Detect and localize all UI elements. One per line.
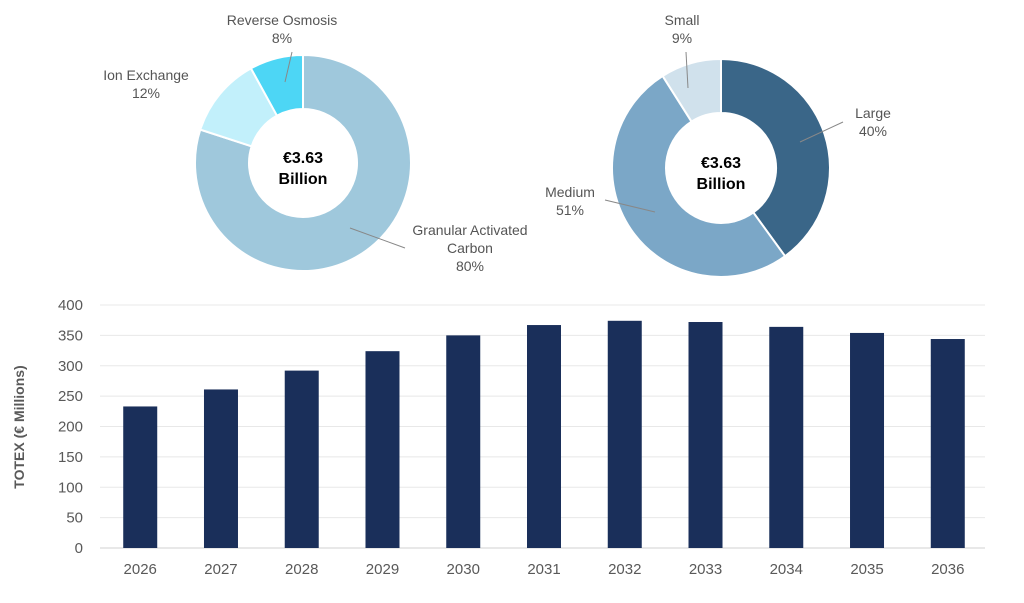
bar: [284, 370, 319, 548]
slice-label: Granular Activated: [412, 222, 527, 238]
x-tick-label: 2035: [850, 561, 883, 578]
slice-label: Small: [664, 12, 699, 28]
x-tick-label: 2030: [447, 561, 480, 578]
x-tick-label: 2028: [285, 561, 318, 578]
x-tick-label: 2034: [770, 561, 803, 578]
y-tick-label: 300: [58, 358, 83, 375]
y-tick-label: 150: [58, 449, 83, 466]
y-tick-label: 100: [58, 479, 83, 496]
y-tick-label: 50: [66, 510, 83, 527]
y-tick-label: 200: [58, 419, 83, 436]
slice-percent: 40%: [859, 123, 887, 139]
leader-line: [799, 121, 844, 143]
bar: [688, 322, 723, 548]
center-value: €3.63: [701, 155, 741, 172]
bar: [527, 325, 561, 548]
leader-line: [349, 227, 406, 249]
bar: [769, 326, 804, 548]
x-tick-label: 2032: [608, 561, 641, 578]
x-tick-label: 2031: [527, 561, 560, 578]
slice-label: Large: [855, 105, 891, 121]
bar: [607, 320, 642, 548]
x-tick-label: 2026: [124, 561, 157, 578]
slice-label: Ion Exchange: [103, 67, 189, 83]
pie-slice: [661, 57, 722, 123]
leader-line: [685, 51, 689, 89]
bar: [365, 351, 400, 548]
y-tick-label: 0: [75, 540, 83, 557]
bar: [446, 335, 481, 548]
y-tick-label: 400: [58, 297, 83, 314]
y-axis-label: TOTEX (€ Millions): [11, 365, 27, 488]
slice-percent: 80%: [456, 258, 484, 274]
x-tick-label: 2036: [931, 561, 964, 578]
y-tick-label: 250: [58, 388, 83, 405]
slice-label: Carbon: [447, 240, 493, 256]
x-tick-label: 2029: [366, 561, 399, 578]
x-tick-label: 2027: [204, 561, 237, 578]
leader-line: [604, 199, 656, 213]
slice-percent: 9%: [672, 30, 692, 46]
slice-percent: 12%: [132, 85, 160, 101]
center-unit: Billion: [697, 176, 746, 193]
pie-slice: [720, 57, 831, 258]
center-unit: Billion: [279, 171, 328, 188]
x-tick-label: 2033: [689, 561, 722, 578]
slice-label: Medium: [545, 184, 595, 200]
slice-percent: 8%: [272, 30, 292, 46]
pie-slice: [249, 53, 304, 118]
center-value: €3.63: [283, 150, 323, 167]
slice-label: Reverse Osmosis: [227, 12, 337, 28]
bar: [123, 406, 158, 548]
y-tick-label: 350: [58, 327, 83, 344]
slice-percent: 51%: [556, 202, 584, 218]
bar: [850, 332, 885, 548]
pie-slice: [194, 53, 412, 272]
bar: [203, 389, 238, 548]
leader-line: [284, 51, 293, 83]
pie-slice: [611, 74, 787, 278]
bar: [930, 339, 965, 548]
